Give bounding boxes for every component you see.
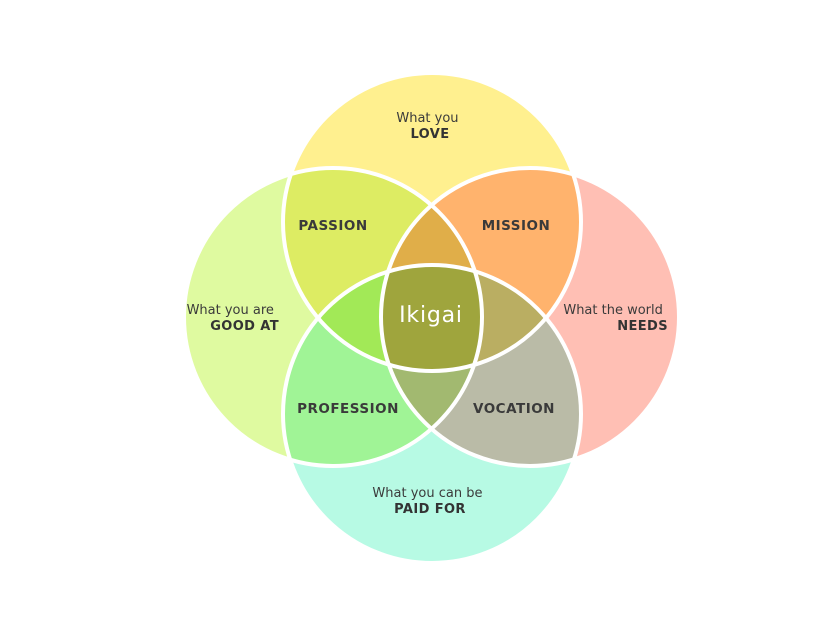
label-love-line2: LOVE xyxy=(410,127,449,142)
label-good-at-line1: What you are xyxy=(187,303,274,318)
triple-overlap-right xyxy=(381,265,581,371)
label-vocation: VOCATION xyxy=(473,401,555,417)
label-profession: PROFESSION xyxy=(297,401,399,417)
label-needs-line2: NEEDS xyxy=(617,319,668,334)
triple-overlap-left xyxy=(283,265,482,371)
label-needs: What the world NEEDS xyxy=(563,299,668,334)
label-paid-for-line1: What you can be xyxy=(372,486,482,501)
label-ikigai: Ikigai xyxy=(399,303,463,328)
label-love-line1: What you xyxy=(396,111,458,126)
triple-overlap-top xyxy=(381,168,482,371)
label-love: What you LOVE xyxy=(396,107,463,142)
circle-outlines xyxy=(182,71,681,565)
triple-overlap-bottom xyxy=(381,265,482,466)
label-needs-line1: What the world xyxy=(563,303,663,318)
label-mission: MISSION xyxy=(482,218,551,234)
label-good-at: What you are GOOD AT xyxy=(187,299,279,334)
label-good-at-line2: GOOD AT xyxy=(210,319,279,334)
label-paid-for-line2: PAID FOR xyxy=(394,502,466,517)
label-paid-for: What you can be PAID FOR xyxy=(372,482,487,517)
label-passion: PASSION xyxy=(298,218,367,234)
